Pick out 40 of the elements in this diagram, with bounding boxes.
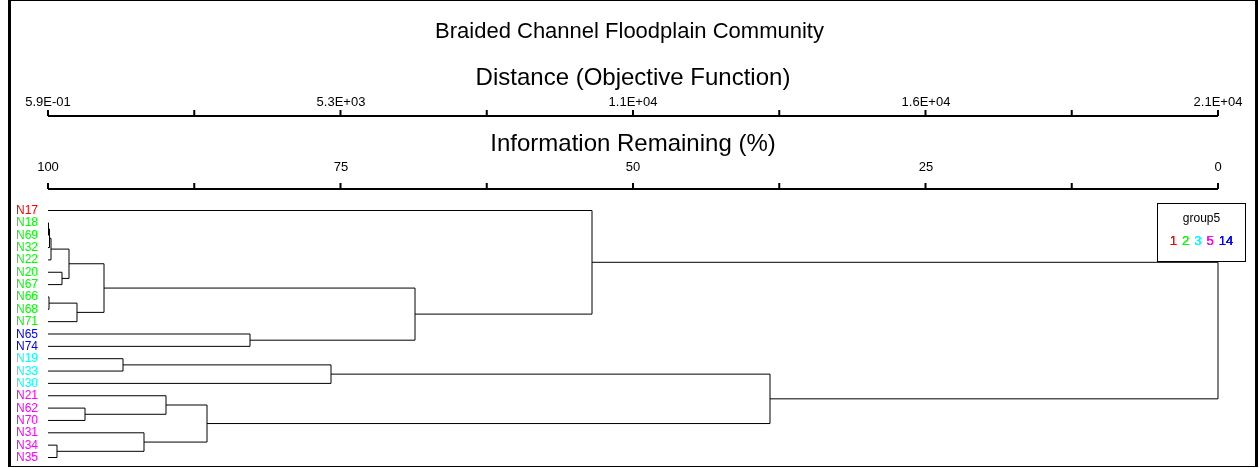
axis-title: Information Remaining (%) (490, 129, 776, 157)
legend-item: 2 (1182, 233, 1190, 248)
leaf-label: N62 (16, 401, 38, 415)
leaf-label: N33 (16, 364, 38, 378)
tick-label: 25 (918, 159, 934, 174)
tick-label: 5.3E+03 (316, 94, 366, 109)
axis-title: Distance (Objective Function) (475, 63, 791, 91)
leaf-label: N70 (16, 413, 38, 427)
chart-title: Braided Channel Floodplain Community (434, 18, 825, 44)
leaf-label: N65 (16, 327, 38, 341)
leaf-label: N18 (16, 216, 38, 230)
leaf-label: N68 (16, 302, 38, 316)
leaf-label: N69 (16, 228, 38, 242)
leaf-label: N31 (16, 426, 38, 440)
leaf-label: N20 (16, 265, 38, 279)
leaf-label: N21 (16, 389, 38, 403)
leaf-label: N35 (16, 451, 38, 464)
tick-label: 2.1E+04 (1193, 94, 1243, 109)
leaf-label: N17 (16, 204, 38, 217)
leaf-label: N34 (16, 438, 38, 452)
leaf-label: N71 (16, 315, 38, 329)
leaf-label: N74 (16, 339, 38, 353)
leaf-label: N19 (16, 352, 38, 366)
leaf-label: N30 (16, 376, 38, 390)
leaf-label: N67 (16, 278, 38, 292)
tick-label: 1.1E+04 (608, 94, 658, 109)
leaf-label: N66 (16, 290, 38, 304)
leaf-label: N22 (16, 253, 38, 267)
legend-item: 14 (1218, 233, 1234, 248)
tick-label: 100 (37, 159, 59, 174)
legend-item: 3 (1194, 233, 1202, 248)
legend-item: 1 (1169, 233, 1178, 248)
tick-label: 1.6E+04 (901, 94, 951, 109)
tick-label: 5.9E-01 (25, 94, 71, 109)
tick-label: 75 (333, 159, 349, 174)
tick-label: 0 (1214, 159, 1222, 174)
legend-item: 5 (1206, 233, 1214, 248)
tick-label: 50 (625, 159, 641, 174)
legend-title: group5 (1182, 211, 1221, 225)
leaf-label: N32 (16, 241, 38, 255)
